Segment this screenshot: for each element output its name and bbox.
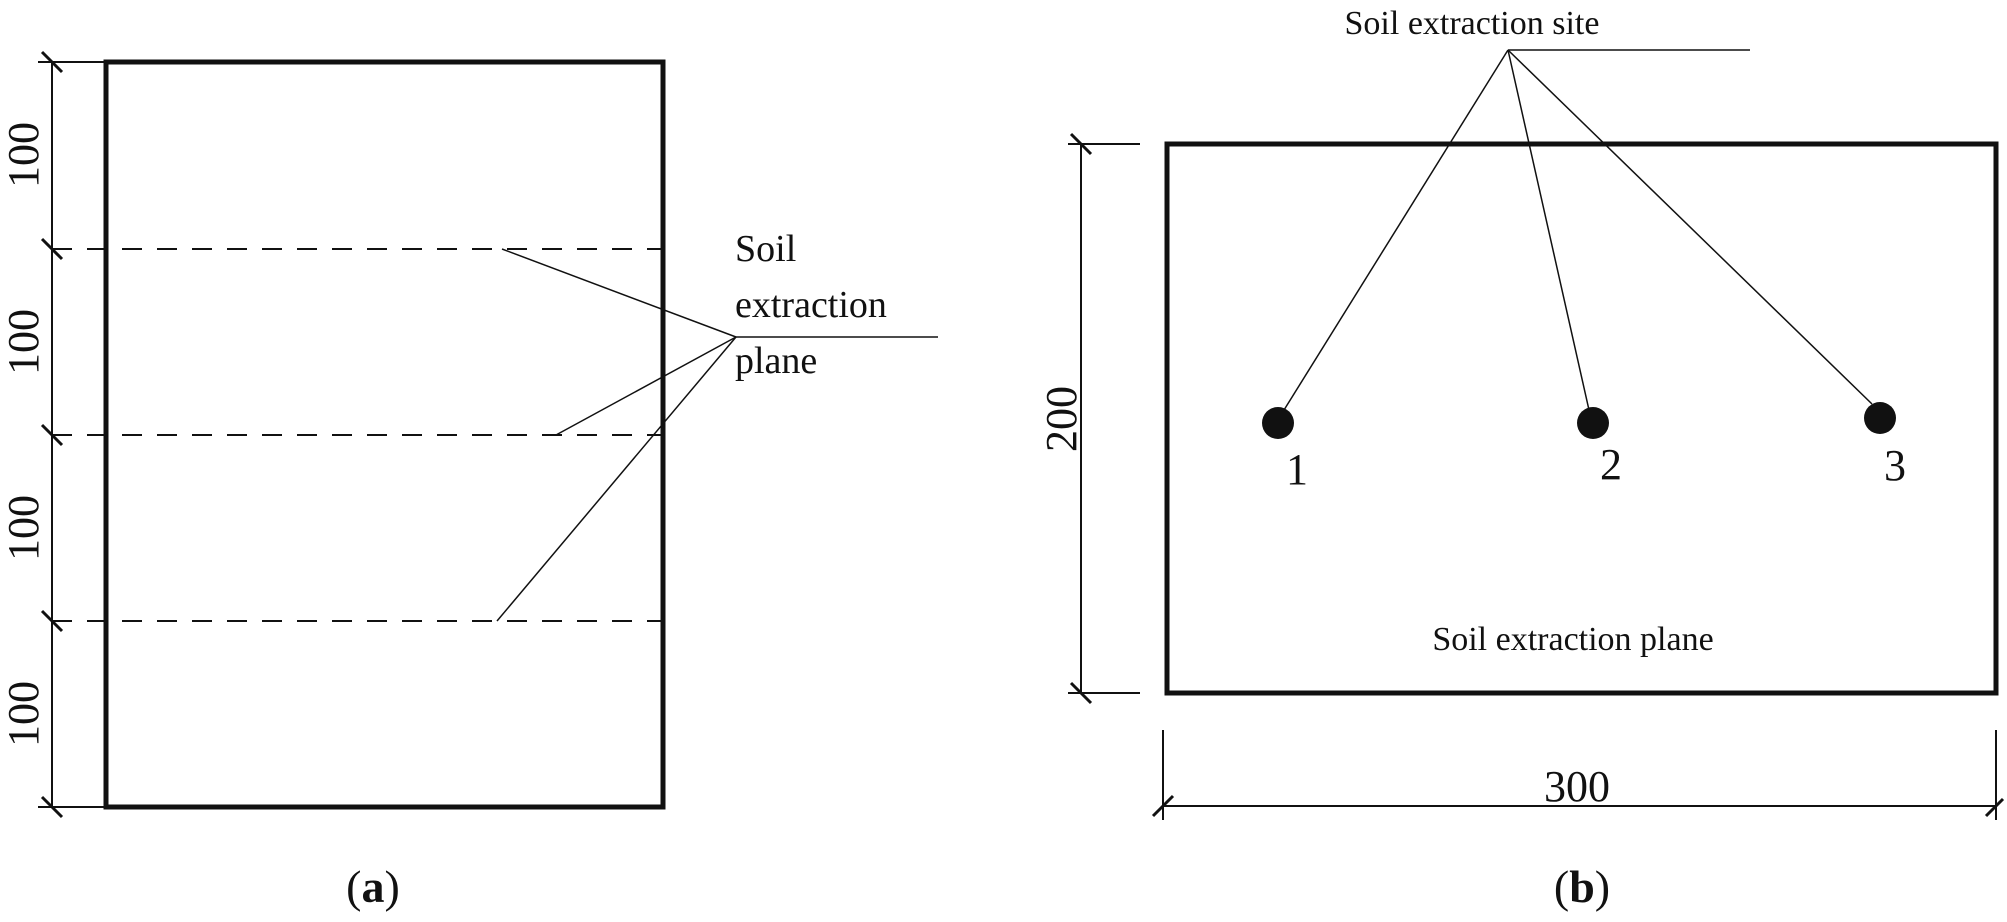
panel-a: 100 100 100 100 Soil extraction plane (a… (0, 50, 938, 912)
extraction-point-1 (1262, 407, 1294, 439)
site-label: Soil extraction site (1345, 5, 1600, 42)
width-dimension-ticks (1151, 794, 2005, 818)
caption-a-close: ) (385, 861, 400, 912)
height-label: 200 (1037, 386, 1086, 452)
point-label-3: 3 (1884, 441, 1906, 490)
caption-b-letter: b (1569, 861, 1595, 912)
extraction-plane-lines (52, 248, 663, 622)
annotation-line-2: extraction (735, 284, 887, 326)
annotation-line-3: plane (735, 340, 817, 382)
caption-a: (a) (346, 861, 400, 912)
caption-a-letter: a (362, 861, 385, 912)
extraction-point-3 (1864, 402, 1896, 434)
extraction-plane-outline (1164, 141, 1999, 696)
dimension-extension-lines (38, 61, 106, 808)
caption-a-open: ( (346, 861, 361, 912)
dimension-label-2: 100 (0, 309, 48, 375)
point-label-2: 2 (1600, 440, 1622, 489)
caption-b-open: ( (1554, 861, 1569, 912)
panel-b: 200 300 Soil extraction site 1 2 3 Soil … (1037, 5, 2005, 912)
caption-b-close: ) (1595, 861, 1610, 912)
annotation-line-1: Soil (735, 228, 796, 270)
extraction-plane-leaders (496, 248, 938, 622)
dimension-label-1: 100 (0, 122, 48, 188)
dimension-label-4: 100 (0, 681, 48, 747)
dimension-label-3: 100 (0, 495, 48, 561)
point-label-1: 1 (1286, 445, 1308, 494)
height-dimension-ticks (1069, 132, 1093, 705)
plane-label: Soil extraction plane (1432, 621, 1713, 658)
extraction-point-2 (1577, 407, 1609, 439)
caption-b: (b) (1554, 861, 1610, 912)
site-leaders (1283, 49, 1873, 411)
width-label: 300 (1544, 762, 1610, 811)
